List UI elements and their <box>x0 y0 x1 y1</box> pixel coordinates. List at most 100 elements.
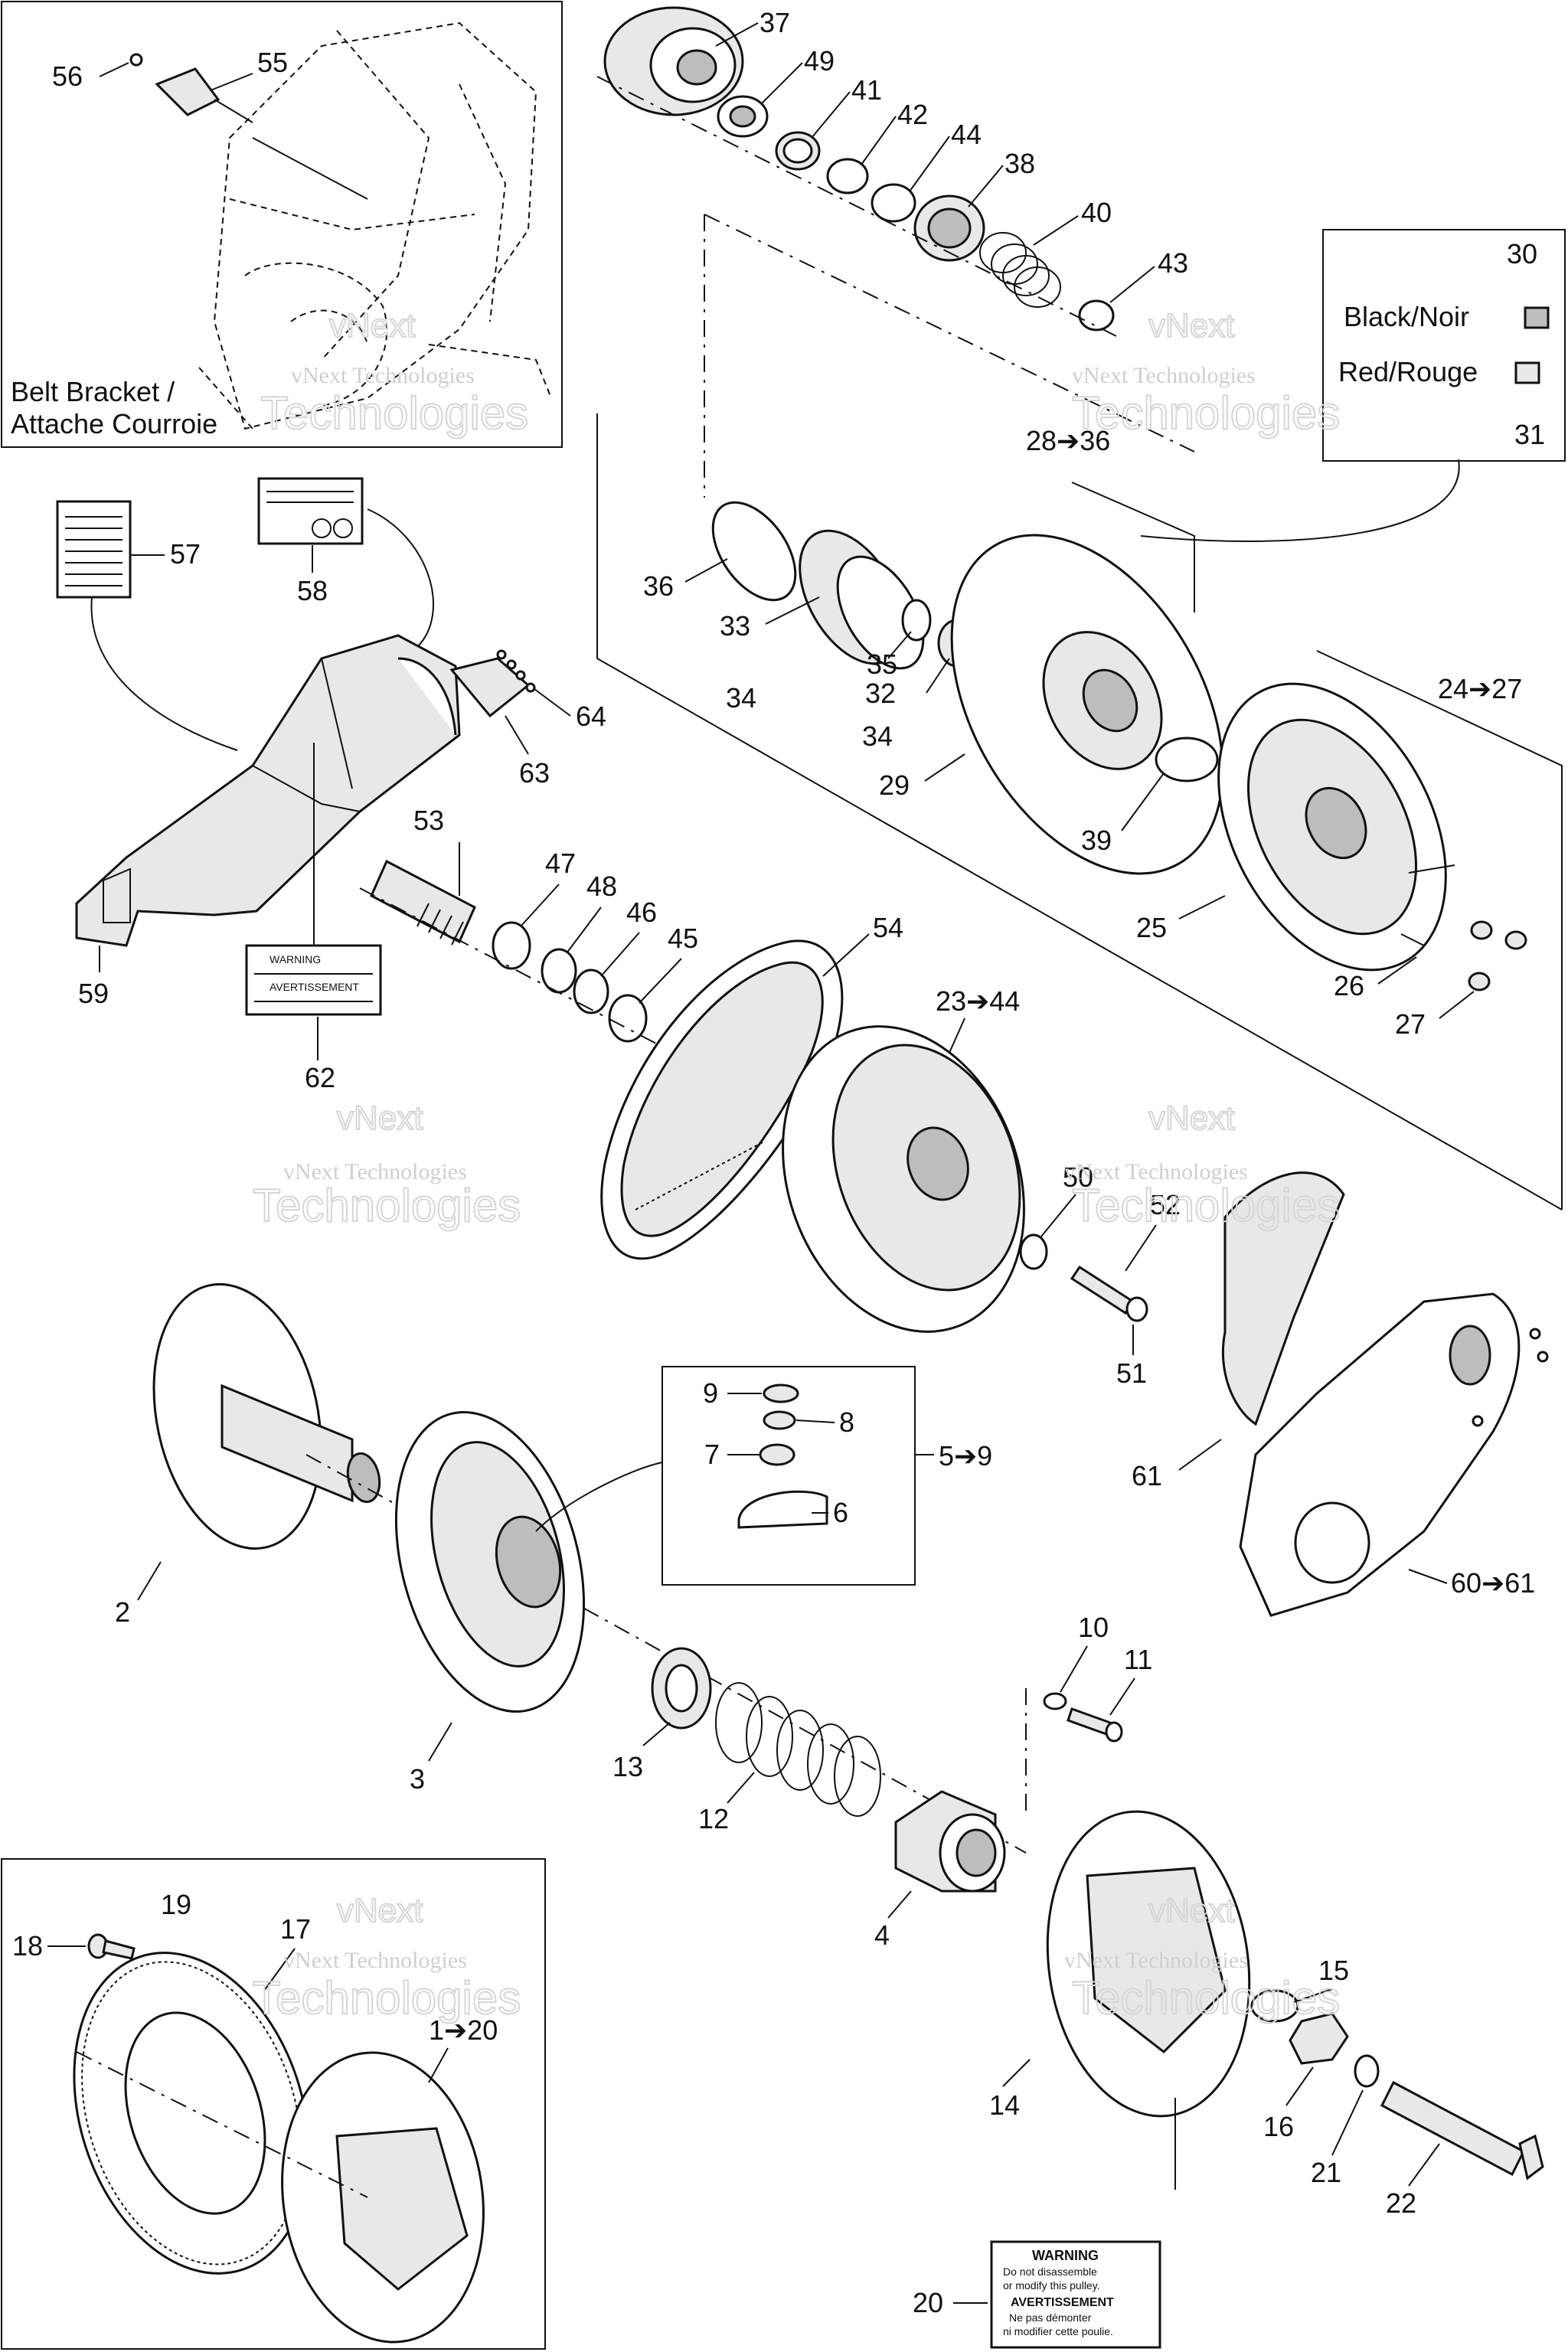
svg-text:vNext Technologies: vNext Technologies <box>1064 1948 1248 1973</box>
screw-18 <box>87 1933 136 1960</box>
svg-text:vNext: vNext <box>1148 307 1234 345</box>
decal-62: WARNING AVERTISSEMENT <box>245 944 382 1016</box>
callout-16: 16 <box>1263 2111 1294 2142</box>
callout-17: 17 <box>280 1913 311 1945</box>
callout-61: 61 <box>1132 1460 1162 1491</box>
outer-cover-group: 61 60➔61 <box>1132 1171 1549 1617</box>
callout-48: 48 <box>586 871 617 902</box>
svg-text:Technologies: Technologies <box>1072 1180 1340 1231</box>
warning-title: WARNING <box>1032 2248 1099 2263</box>
bushing-38 <box>913 194 985 262</box>
callout-54: 54 <box>873 912 903 943</box>
callout-38: 38 <box>1004 148 1035 179</box>
warning-line2: or modify this pulley. <box>1003 2279 1100 2292</box>
svg-text:vNext: vNext <box>1148 1099 1234 1137</box>
callout-19: 19 <box>161 1889 191 1920</box>
callout-3: 3 <box>410 1763 425 1795</box>
ring-36 <box>711 501 797 602</box>
callout-9: 9 <box>703 1377 718 1409</box>
svg-text:vNext Technologies: vNext Technologies <box>1072 363 1256 388</box>
sliding-sheave-3: 3 <box>394 1411 586 1795</box>
callout-11: 11 <box>1124 1644 1152 1675</box>
connector-red-icon <box>1514 361 1540 384</box>
callout-52: 52 <box>1150 1189 1181 1220</box>
callout-37: 37 <box>760 7 790 38</box>
callout-36: 36 <box>643 570 674 602</box>
decal-58 <box>257 477 364 545</box>
sheave-25 <box>1217 682 1447 972</box>
callout-45: 45 <box>668 923 698 954</box>
callout-40: 40 <box>1081 197 1112 228</box>
legend-black: Black/Noir <box>1344 301 1469 332</box>
callout-49: 49 <box>804 45 835 77</box>
callout-25: 25 <box>1136 912 1167 943</box>
svg-text:vNext: vNext <box>337 1892 423 1929</box>
drive-pulley-1-20 <box>281 2051 485 2344</box>
avertissement-title: AVERTISSEMENT <box>1011 2296 1114 2309</box>
svg-text:vNext: vNext <box>337 1099 423 1137</box>
avertissement-line2: ni modifier cette poulie. <box>1003 2325 1113 2337</box>
roller-kit-box: 9 8 7 6 5➔9 <box>535 1366 992 1586</box>
spacer-45 <box>608 994 648 1043</box>
svg-text:vNext: vNext <box>329 307 415 345</box>
pins-26 <box>1400 864 1455 946</box>
callout-28-36: 28➔36 <box>1026 425 1110 456</box>
washer-10 <box>1043 1692 1067 1710</box>
legend-red: Red/Rouge <box>1338 356 1478 387</box>
callout-60-61: 60➔61 <box>1451 1567 1535 1599</box>
pad-9 <box>763 1383 799 1403</box>
watermark-5: vNext Technologies vNext Technologies <box>252 1891 521 2024</box>
callout-57: 57 <box>170 538 201 570</box>
driven-pulley-assembled: 50 52 51 <box>782 1025 1181 1389</box>
callout-7: 7 <box>704 1439 720 1470</box>
callout-10: 10 <box>1078 1612 1109 1643</box>
callout-20: 20 <box>913 2287 943 2318</box>
slider-6 <box>737 1490 828 1529</box>
callout-53: 53 <box>413 805 444 836</box>
svg-text:Technologies: Technologies <box>253 1972 521 2024</box>
svg-text:vNext Technologies: vNext Technologies <box>291 363 475 388</box>
washer-15 <box>1250 1989 1299 2023</box>
callout-18: 18 <box>12 1930 43 1962</box>
callout-43: 43 <box>1158 247 1188 279</box>
washer-39 <box>1155 737 1219 782</box>
driven-pulley-assembly: 28➔36 36 33 34 35 32 34 29 39 24➔27 25 2… <box>596 214 1563 1210</box>
callout-23-44: 23➔44 <box>936 985 1020 1017</box>
callout-31: 31 <box>1514 419 1545 450</box>
driven-pulley-small-parts: 37 49 41 42 44 38 40 43 <box>596 6 1188 338</box>
warning-line1: Do not disassemble <box>1003 2265 1097 2278</box>
callout-4: 4 <box>874 1919 890 1951</box>
watermark-2: vNext Technologies vNext Technologies <box>1071 306 1341 439</box>
callout-26: 26 <box>1334 970 1364 1001</box>
drive-belt-54: 54 <box>600 912 903 1260</box>
callout-56: 56 <box>52 60 83 92</box>
sleeve-33 <box>799 529 925 670</box>
ring-44 <box>871 183 916 223</box>
callout-42: 42 <box>897 99 928 130</box>
spring-and-spider: 13 12 4 10 11 <box>612 1612 1152 1951</box>
callout-6: 6 <box>833 1497 848 1528</box>
callout-15: 15 <box>1318 1955 1349 1986</box>
belt-guard-59 <box>75 634 461 947</box>
callout-51: 51 <box>1116 1357 1147 1389</box>
callout-39: 39 <box>1081 825 1112 856</box>
svg-text:vNext: vNext <box>1148 1892 1234 1929</box>
callout-46: 46 <box>626 897 657 928</box>
connector-black-icon <box>1524 306 1550 329</box>
spacer-48 <box>541 948 577 994</box>
callout-34b: 34 <box>862 720 893 752</box>
belt-guard-group: 57 58 64 63 59 <box>56 477 606 1093</box>
callout-13: 13 <box>612 1751 643 1782</box>
watermark-layer: vNext Technologies vNext Technologies vN… <box>252 306 1341 2024</box>
ring-42 <box>826 158 869 194</box>
callout-41: 41 <box>851 74 882 106</box>
spacer-47 <box>492 921 531 970</box>
spring-12 <box>715 1682 881 1817</box>
watermark-6: vNext Technologies vNext Technologies <box>1064 1891 1341 2024</box>
outer-sheave-14: 15 16 21 22 14 <box>989 1810 1544 2219</box>
callout-44: 44 <box>951 119 982 150</box>
callout-1-20: 1➔20 <box>429 2014 498 2046</box>
decal-57 <box>56 500 132 599</box>
cam-37 <box>603 6 744 116</box>
